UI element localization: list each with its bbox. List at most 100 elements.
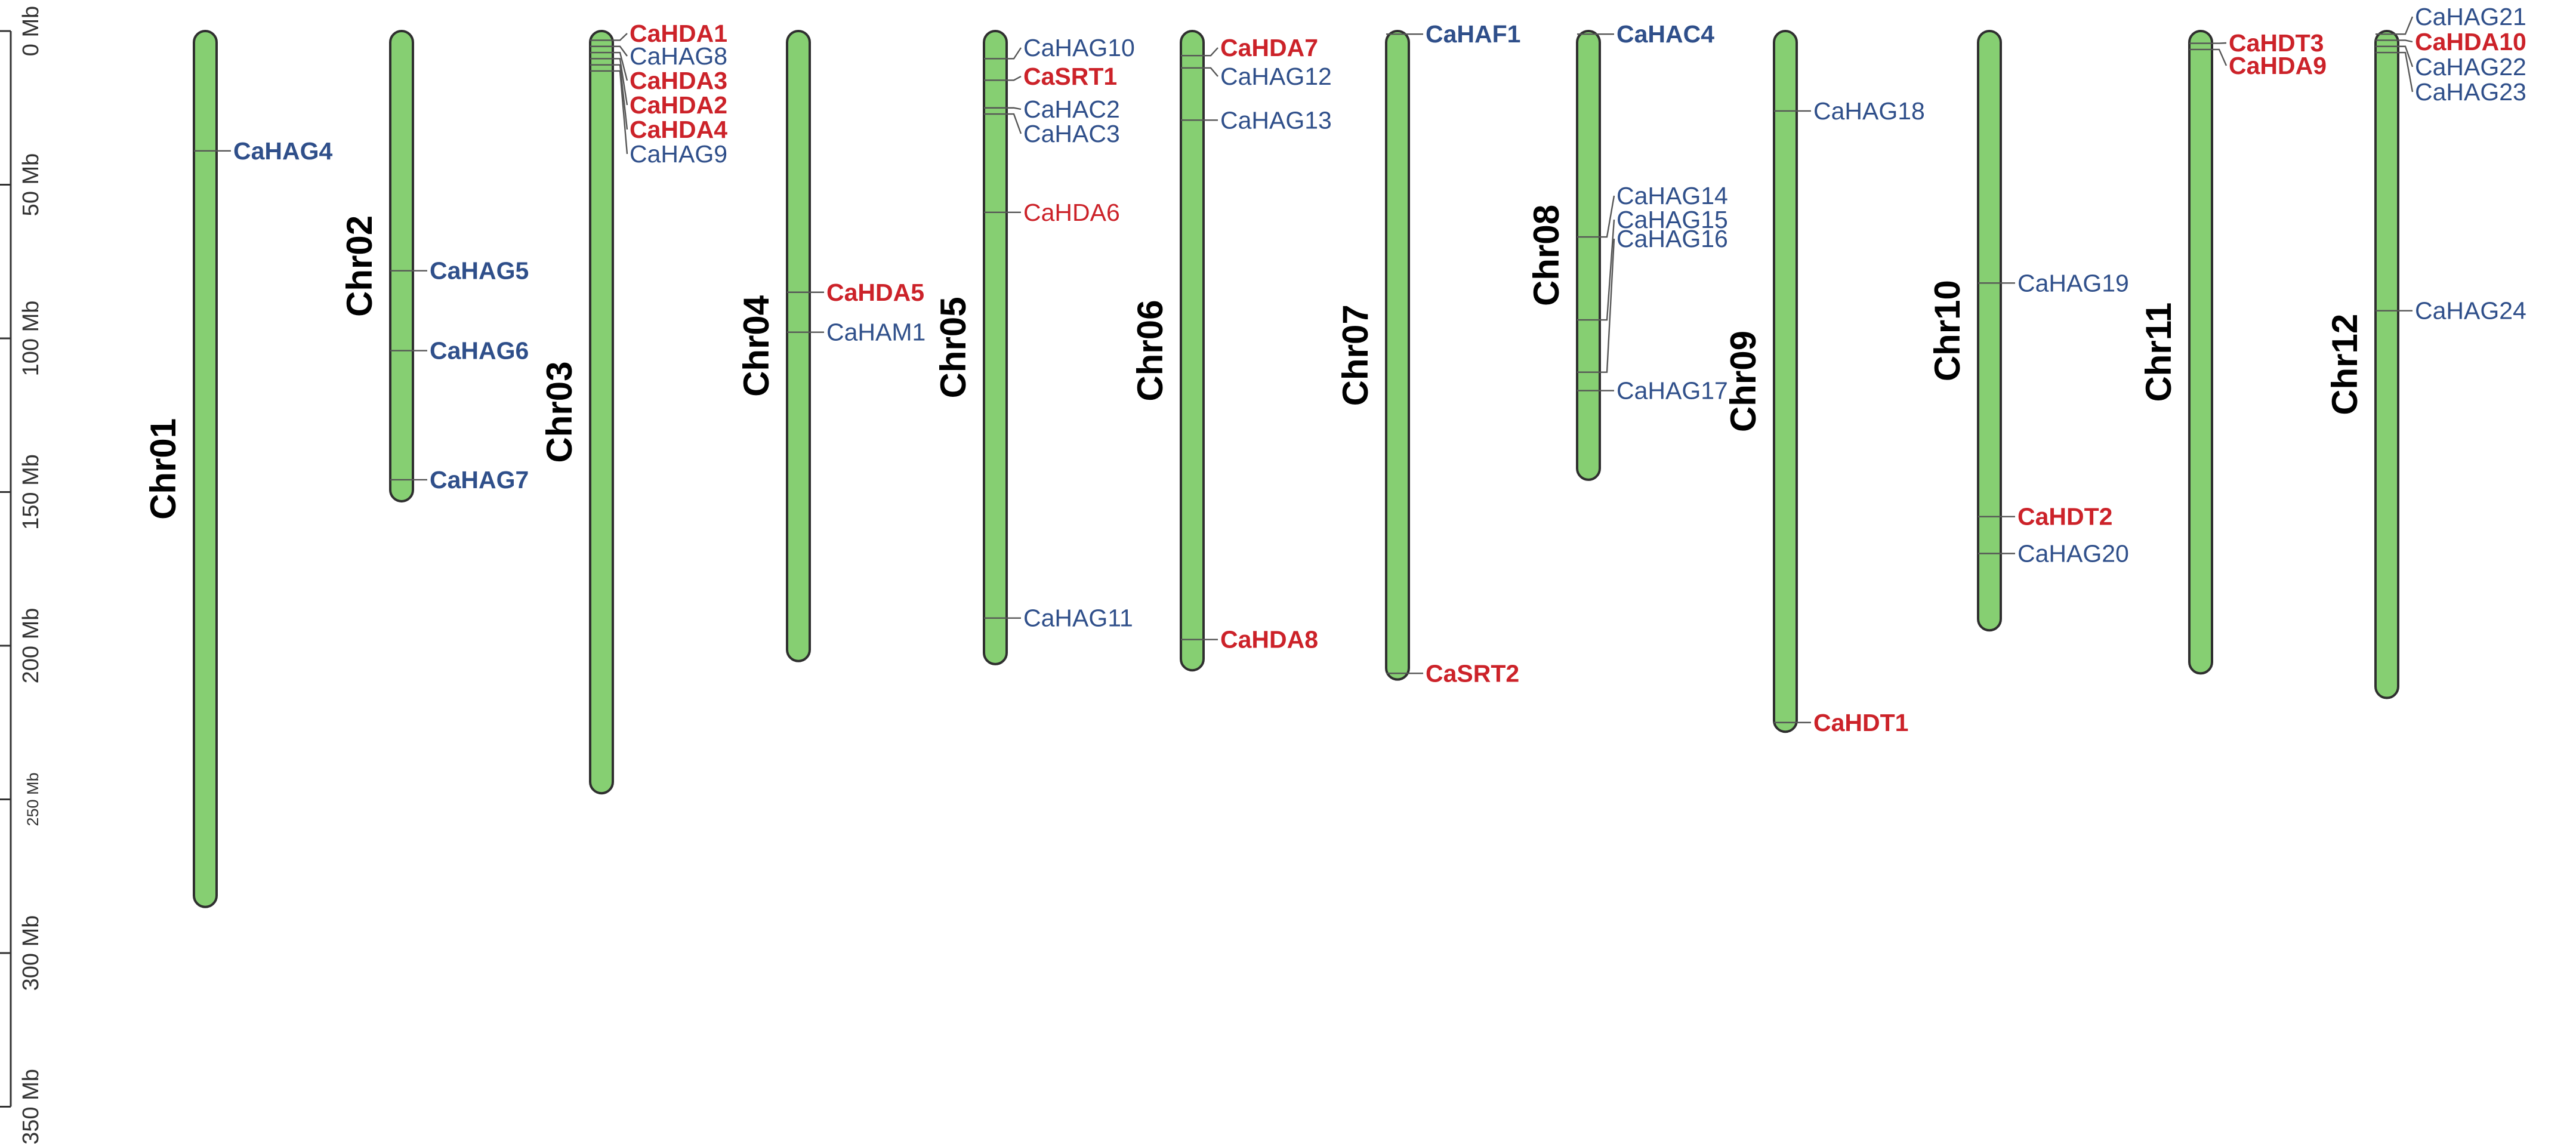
gene-label: CaSRT1 [1023, 63, 1117, 90]
gene-leader-line [1204, 67, 1218, 77]
gene-leader-line [613, 33, 628, 41]
gene-label: CaHAM1 [826, 319, 925, 346]
gene-label: CaHAF1 [1426, 20, 1520, 48]
chromosome-bar [2188, 30, 2213, 675]
gene-label: CaHDA2 [630, 91, 727, 119]
chromosome-bar [2374, 30, 2399, 699]
chromosome-bar [1385, 30, 1410, 681]
scale-tick-label: 100 Mb [18, 301, 44, 377]
chromosome-label: Chr02 [340, 215, 380, 317]
gene-label: CaHAG23 [2415, 78, 2526, 106]
gene-label: CaHAG6 [430, 337, 529, 365]
gene-leader-line [2398, 16, 2414, 35]
gene-label: CaHAC3 [1023, 120, 1120, 147]
gene-leader-line [1600, 238, 1615, 373]
chromosome-label: Chr01 [143, 418, 183, 520]
gene-leader-line [1600, 195, 1615, 238]
gene-label: CaHAG9 [630, 140, 727, 168]
gene-label: CaHAG19 [2017, 269, 2129, 297]
scale-tick-label: 150 Mb [18, 454, 44, 530]
chromosome-bar [1977, 30, 2002, 632]
gene-leader-line [613, 70, 628, 155]
gene-leader-line [1007, 107, 1022, 110]
chromosome-bar [983, 30, 1008, 665]
gene-label: CaHDA3 [630, 67, 727, 94]
scale-tick-label: 250 Mb [24, 772, 42, 826]
scale-tick-label: 200 Mb [18, 608, 44, 684]
gene-leader-line [2212, 48, 2228, 66]
chromosome-bar [786, 30, 811, 662]
scale-bar: 0 Mb 50 Mb 100 Mb 150 Mb 200 Mb 250 Mb 300 Mb 3… [0, 6, 44, 1144]
scale-tick-label: 50 Mb [18, 153, 44, 217]
chromosome-label: Chr12 [2325, 314, 2365, 415]
gene-label: CaHAG12 [1220, 63, 1332, 90]
chromosome-chr01: Chr01 CaHAG4 [143, 30, 333, 908]
gene-label: CaHAG24 [2415, 297, 2526, 325]
scale-tick-label: 350 Mb [18, 1069, 44, 1144]
gene-label: CaHAG20 [2017, 540, 2129, 568]
chromosome-label: Chr05 [933, 297, 973, 398]
scale-tick-label: 0 Mb [18, 6, 44, 56]
chromosome-bar [1180, 30, 1205, 672]
gene-label: CaHDT2 [2017, 503, 2112, 531]
gene-label: CaHAG8 [630, 42, 727, 70]
gene-label: CaHDA7 [1220, 34, 1318, 61]
gene-leader-line [1007, 47, 1022, 60]
gene-leader-line [1600, 219, 1615, 321]
chromosome-chr03: Chr03 CaHDA1CaHAG8CaHDA3CaHDA2CaHDA4CaHAG… [539, 20, 727, 795]
gene-label: CaHAG22 [2415, 53, 2526, 81]
gene-label: CaHDA9 [2229, 52, 2327, 79]
gene-label: CaHDA4 [630, 116, 727, 143]
chromosome-label: Chr11 [2139, 303, 2179, 402]
gene-label: CaHAG13 [1220, 106, 1332, 134]
chromosome-label: Chr06 [1130, 300, 1170, 402]
scale-tick-label: 300 Mb [18, 915, 44, 991]
gene-label: CaHDA6 [1023, 199, 1120, 226]
gene-label: CaHAG10 [1023, 34, 1135, 61]
chromosome-label: Chr04 [736, 295, 776, 397]
gene-label: CaSRT2 [1426, 659, 1519, 687]
gene-label: CaHAC2 [1023, 95, 1120, 123]
gene-label: CaHAG14 [1616, 182, 1728, 209]
gene-label: CaHAG21 [2415, 3, 2526, 30]
chromosome-bar [1773, 30, 1798, 733]
chromosome-label: Chr08 [1526, 205, 1566, 306]
chromosome-label: Chr03 [539, 362, 579, 463]
gene-label: CaHDT1 [1813, 709, 1908, 736]
gene-label: CaHAG4 [233, 137, 333, 165]
gene-label: CaHAG7 [430, 466, 529, 494]
gene-label: CaHAC4 [1616, 20, 1714, 48]
gene-leader-line [613, 45, 628, 57]
gene-leader-line [1204, 47, 1218, 57]
chromosome-bar [589, 30, 614, 795]
gene-leader-line [613, 51, 628, 81]
chromosome-label: Chr09 [1723, 331, 1763, 432]
chromosome-label: Chr10 [1927, 280, 1967, 381]
gene-leader-line [1007, 113, 1022, 134]
chromosome-bar [1576, 30, 1601, 481]
gene-label: CaHAG17 [1616, 377, 1728, 405]
gene-label: CaHDT3 [2229, 29, 2324, 57]
gene-label: CaHDA5 [826, 279, 924, 306]
gene-leader-line [2212, 42, 2227, 44]
chromosome-chr05: Chr05CaHAG10CaSRT1CaHAC2CaHAC3CaHDA6CaHA… [933, 30, 1135, 665]
gene-leader-line [1007, 75, 1022, 81]
gene-label: CaHAG15 [1616, 206, 1728, 233]
gene-leader-line [2398, 45, 2414, 67]
gene-label: CaHDA8 [1220, 626, 1318, 653]
gene-label: CaHAG16 [1616, 225, 1728, 252]
chromosome-bar [193, 30, 218, 908]
gene-label: CaHAG5 [430, 257, 529, 285]
gene-leader-line [613, 58, 628, 106]
gene-label: CaHDA10 [2415, 28, 2526, 55]
gene-label: CaHDA1 [630, 20, 727, 47]
